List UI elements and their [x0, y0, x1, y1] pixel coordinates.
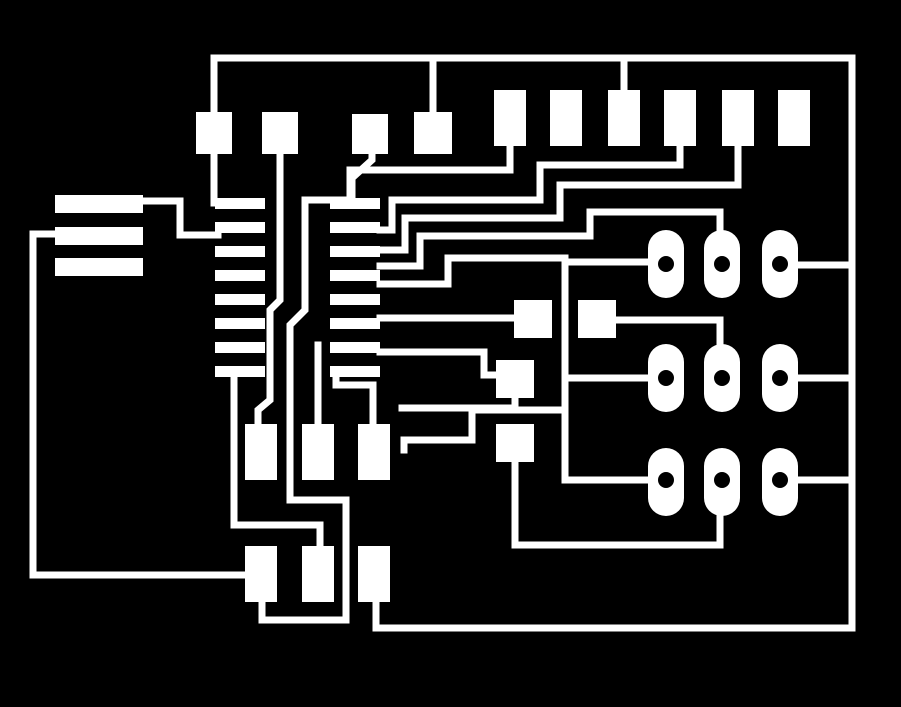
ic2-pin-2 [330, 222, 380, 233]
pad-top-10 [778, 90, 810, 146]
pad-bottom-1 [245, 546, 277, 602]
pad-small-2 [578, 300, 616, 338]
trace-header-row2-loop [29, 230, 266, 579]
trace-header-row1 [136, 197, 222, 239]
trace-top-bus [210, 54, 856, 632]
ic1-pin-2 [215, 222, 265, 233]
pad-mid-1 [245, 424, 277, 480]
drill-hole-r1c2 [714, 256, 730, 272]
trace-grid-row3 [561, 374, 669, 484]
pad-small-3 [496, 360, 534, 398]
smd-pads [55, 90, 810, 602]
pad-top-9 [722, 90, 754, 146]
pad-top-7 [608, 90, 640, 146]
trace-bottompad-th [511, 439, 724, 549]
drill-holes [658, 256, 788, 488]
trace-pad9-route [376, 112, 742, 254]
header-pad-2 [55, 227, 143, 245]
ic1-pin-7 [215, 342, 265, 353]
ic2-pin-4 [330, 270, 380, 281]
drill-hole-r3c3 [772, 472, 788, 488]
ic2-pin-3 [330, 246, 380, 257]
header-pad-1 [55, 195, 143, 213]
ic2-pin-1 [330, 198, 380, 209]
pad-top-8 [664, 90, 696, 146]
trace-pad5-route [258, 112, 514, 624]
ic1-pin-3 [215, 246, 265, 257]
pad-top-3 [352, 114, 388, 154]
trace-pad2-down [254, 127, 284, 454]
drill-hole-r2c3 [772, 370, 788, 386]
ic1-pin-4 [215, 270, 265, 281]
ic2-pin-6 [330, 318, 380, 329]
pad-small-4 [496, 424, 534, 462]
pad-bottom-3 [358, 546, 390, 602]
drill-hole-r3c1 [658, 472, 674, 488]
pad-top-6 [550, 90, 582, 146]
header-pad-3 [55, 258, 143, 276]
pad-top-2 [262, 112, 298, 154]
trace-ic2-bottom [332, 366, 377, 454]
pad-top-1 [196, 112, 232, 154]
ic1-pin-1 [215, 198, 265, 209]
pad-top-5 [494, 90, 526, 146]
pad-small-1 [514, 300, 552, 338]
ic2-pin-8 [330, 366, 380, 377]
pad-mid-3 [358, 424, 390, 480]
trace-pad8-route [376, 112, 684, 234]
drill-hole-r1c1 [658, 256, 674, 272]
ic1-pin-8 [215, 366, 265, 377]
ic1-pin-6 [215, 318, 265, 329]
ic2-pin-7 [330, 342, 380, 353]
pad-mid-2 [302, 424, 334, 480]
pad-bottom-2 [302, 546, 334, 602]
trace-ic2-thleft [376, 254, 669, 288]
trace-ic2-th1 [376, 208, 724, 270]
pad-top-4 [414, 112, 452, 154]
drill-hole-r3c2 [714, 472, 730, 488]
ic2-pin-5 [330, 294, 380, 305]
drill-hole-r2c1 [658, 370, 674, 386]
drill-hole-r2c2 [714, 370, 730, 386]
ic1-pin-5 [215, 294, 265, 305]
drill-hole-r1c3 [772, 256, 788, 272]
